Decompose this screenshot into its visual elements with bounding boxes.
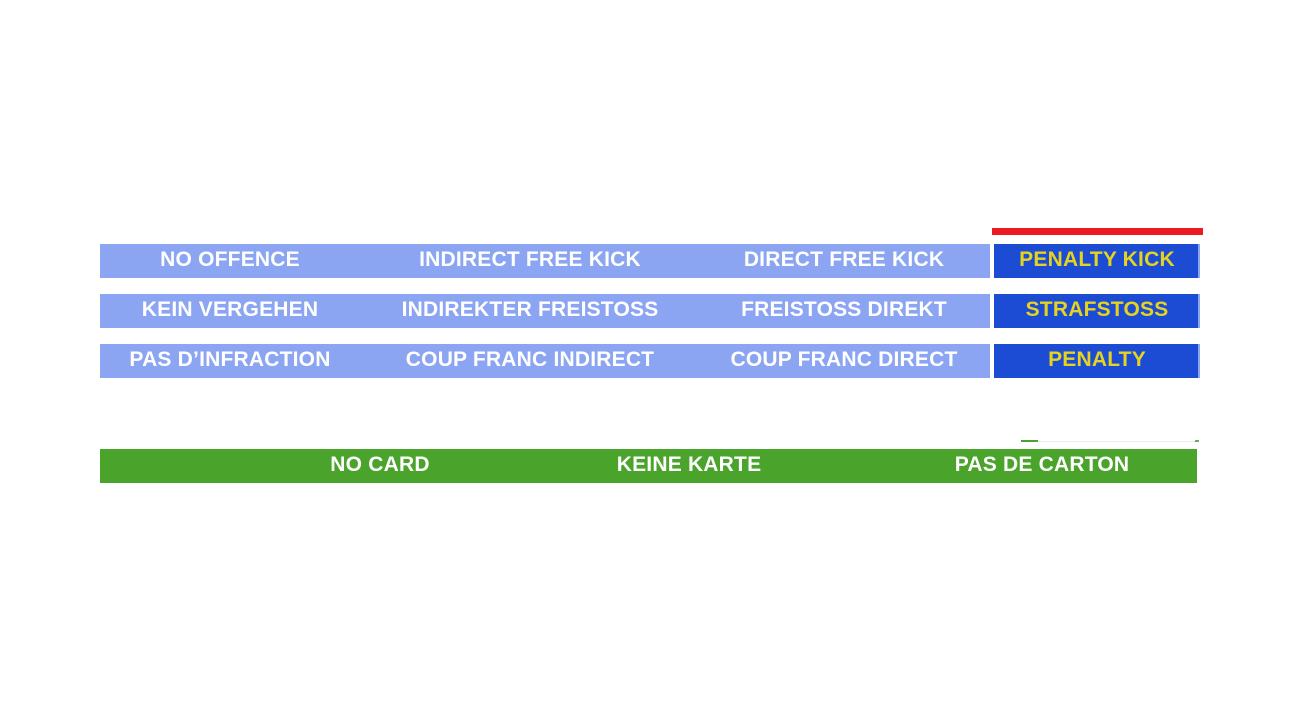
label-pas-d-infraction: PAS D’INFRACTION [129,348,331,372]
label-kein-vergehen: KEIN VERGEHEN [141,298,319,322]
label-penalty: PENALTY [1048,348,1146,372]
cropped-edge-dot [1195,440,1199,442]
cropped-edge-faint-line [1038,441,1195,442]
offence-row-3: PAS D’INFRACTION COUP FRANC INDIRECT COU… [0,344,1290,378]
penalty-segment-row-3 [994,344,1200,378]
label-strafstoss: STRAFSTOSS [1025,298,1169,322]
label-penalty-kick: PENALTY KICK [1019,248,1175,272]
offence-row-2: KEIN VERGEHEN INDIREKTER FREISTOSS FREIS… [0,294,1290,328]
label-no-offence: NO OFFENCE [160,248,300,272]
offence-row-1: NO OFFENCE INDIRECT FREE KICK DIRECT FRE… [0,244,1290,278]
free-kick-bar-row-1 [100,244,990,278]
label-keine-karte: KEINE KARTE [616,453,762,477]
free-kick-bar-row-2 [100,294,990,328]
label-pas-de-carton: PAS DE CARTON [954,453,1130,477]
label-freistoss-direkt: FREISTOSS DIREKT [741,298,947,322]
no-card-bar: NO CARD KEINE KARTE PAS DE CARTON [100,449,1197,483]
penalty-segment-row-1 [994,244,1200,278]
free-kick-bar-row-3 [100,344,990,378]
cropped-edge-artifact [1021,440,1038,442]
penalty-segment-row-2 [994,294,1200,328]
label-direct-free-kick: DIRECT FREE KICK [743,248,945,272]
label-coup-franc-indirect: COUP FRANC INDIRECT [405,348,655,372]
penalty-column-highlight-bar [992,228,1203,235]
label-indirekter-freistoss: INDIREKTER FREISTOSS [401,298,659,322]
label-no-card: NO CARD [330,453,430,477]
label-indirect-free-kick: INDIRECT FREE KICK [419,248,641,272]
label-coup-franc-direct: COUP FRANC DIRECT [730,348,958,372]
